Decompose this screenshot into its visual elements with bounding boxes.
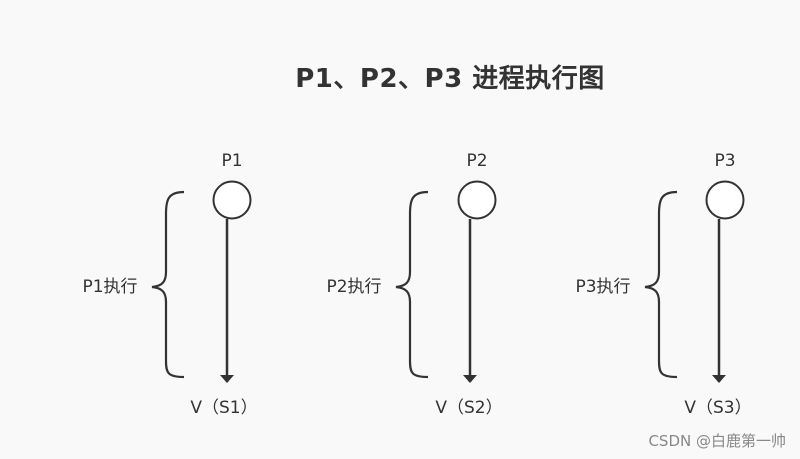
v-label-p2: V（S2） xyxy=(435,398,502,418)
process-start-node-p2 xyxy=(457,180,497,220)
process-start-node-p3 xyxy=(705,180,745,220)
exec-label-p2: P2执行 xyxy=(326,277,381,297)
process-group-p3: P3 P3执行 V（S3） xyxy=(575,151,751,418)
exec-label-p1: P1执行 xyxy=(82,277,137,297)
brace-icon-p3 xyxy=(644,190,678,379)
diagram-title: P1、P2、P3 进程执行图 xyxy=(295,64,605,94)
exec-label-p3: P3执行 xyxy=(575,277,630,297)
process-label-p3: P3 xyxy=(714,151,735,171)
watermark: CSDN @白鹿第一帅 xyxy=(648,432,786,450)
process-label-p2: P2 xyxy=(466,151,487,171)
process-group-p2: P2 P2执行 V（S2） xyxy=(326,151,502,418)
brace-icon-p2 xyxy=(395,190,429,379)
process-group-p1: P1 P1执行 V（S1） xyxy=(82,151,257,418)
v-label-p3: V（S3） xyxy=(684,398,751,418)
process-label-p1: P1 xyxy=(221,151,242,171)
brace-icon-p1 xyxy=(151,190,185,379)
v-label-p1: V（S1） xyxy=(190,398,257,418)
process-start-node-p1 xyxy=(212,180,252,220)
